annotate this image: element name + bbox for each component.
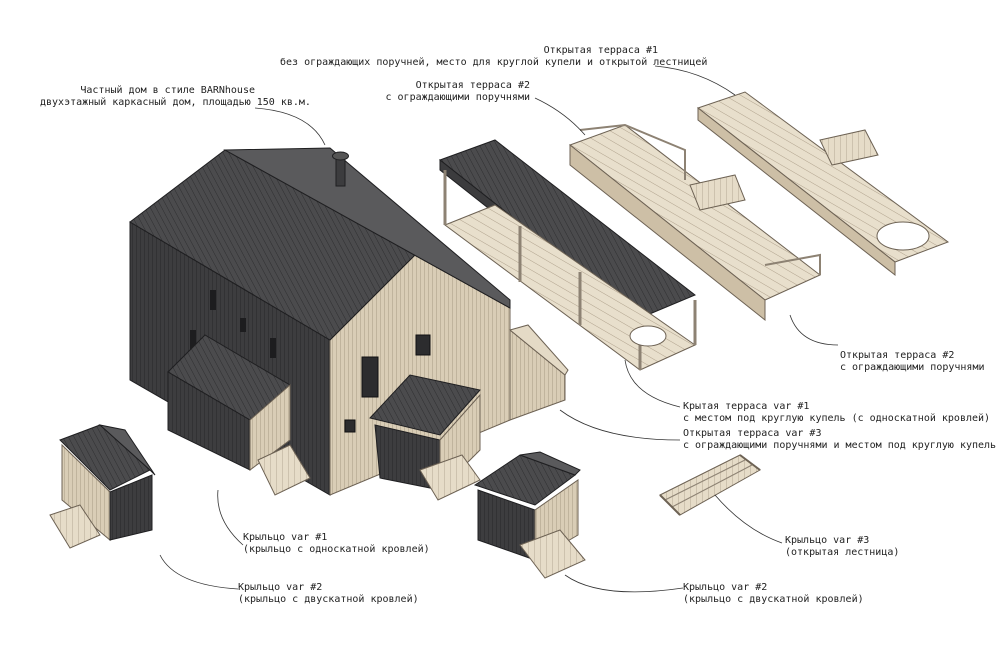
window-icon — [344, 419, 356, 433]
leader-porch2-right — [564, 574, 684, 593]
leader-covered1 — [624, 359, 681, 408]
hot-tub-spot-icon — [876, 221, 930, 251]
label-open3-sub: с ограждающими поручнями и местом под кр… — [683, 440, 997, 451]
label-terrace2-right-title: Открытая терраса #2 — [840, 350, 955, 361]
leader-terrace2-right — [789, 314, 839, 346]
label-terrace2-top: Открытая терраса #2 с ограждающими поруч… — [380, 80, 531, 104]
leader-stairs3 — [714, 494, 783, 544]
label-open3: Открытая терраса var #3 с ограждающими п… — [683, 428, 996, 452]
label-covered1-sub: с местом под круглую купель (с односкатн… — [683, 413, 991, 424]
window-icon — [270, 338, 276, 358]
label-porch2-right-title: Крыльцо var #2 — [683, 582, 768, 593]
label-terrace2-right: Открытая терраса #2 с ограждающими поруч… — [840, 350, 985, 374]
label-house-sub: двухэтажный каркасный дом, площадью 150 … — [40, 97, 311, 108]
label-terrace2-right-sub: с ограждающими поручнями — [840, 362, 985, 373]
porch-var2-left-steps — [49, 504, 101, 549]
porch-var2-left — [49, 424, 156, 549]
window-icon — [415, 334, 431, 356]
chimney-icon — [335, 157, 346, 187]
window-icon — [240, 318, 246, 332]
hot-tub-spot-icon — [629, 325, 667, 347]
porch-var2-right-steps — [519, 529, 586, 579]
label-porch2-right: Крыльцо var #2 (крыльцо с двускатной кро… — [683, 582, 864, 606]
attached-porch-2-steps — [419, 454, 481, 501]
label-open3-title: Открытая терраса var #3 — [683, 428, 822, 439]
attached-porch-1-steps — [257, 444, 311, 496]
label-stairs3: Крыльцо var #3 (открытая лестница) — [785, 535, 899, 559]
label-covered1: Крытая терраса var #1 с местом под кругл… — [683, 401, 990, 425]
label-porch1-sub: (крыльцо с односкатной кровлей) — [243, 544, 430, 555]
leader-open3 — [559, 409, 681, 441]
porch-var2-right — [473, 451, 586, 579]
house-roof-front — [223, 147, 511, 309]
leader-terrace2-top — [534, 97, 586, 136]
open-terrace-1-steps — [819, 129, 879, 166]
label-porch2-left-sub: (крыльцо с двускатной кровлей) — [238, 594, 419, 605]
main-house — [129, 147, 569, 501]
label-stairs3-sub: (открытая лестница) — [785, 547, 900, 558]
label-porch1: Крыльцо var #1 (крыльцо с односкатной кр… — [243, 532, 430, 556]
label-porch2-left: Крыльцо var #2 (крыльцо с двускатной кро… — [238, 582, 419, 606]
label-terrace1-top: Открытая терраса #1 без ограждающих пору… — [280, 45, 708, 69]
window-icon — [190, 330, 196, 350]
label-porch2-left-title: Крыльцо var #2 — [238, 582, 323, 593]
label-stairs3-title: Крыльцо var #3 — [785, 535, 870, 546]
label-house-title: Частный дом в стиле BARNhouse — [80, 85, 255, 96]
leader-house — [254, 107, 326, 146]
leader-terrace1 — [654, 65, 736, 96]
label-covered1-title: Крытая терраса var #1 — [683, 401, 810, 412]
label-house: Частный дом в стиле BARNhouse двухэтажны… — [40, 85, 311, 109]
attached-porch-2-roof — [369, 374, 481, 436]
open-terrace-3-steps — [689, 174, 746, 211]
stairs-var3 — [659, 454, 761, 516]
label-terrace1-sub: без ограждающих поручней, место для круг… — [280, 57, 708, 68]
window-icon — [210, 290, 216, 310]
covered-terrace-1 — [438, 139, 697, 371]
label-terrace1-title: Открытая терраса #1 — [543, 45, 658, 56]
label-terrace2-top-sub: с ограждающими поручнями — [385, 92, 531, 103]
label-porch1-title: Крыльцо var #1 — [243, 532, 328, 543]
window-icon — [361, 356, 379, 398]
open-terrace-1 — [696, 91, 950, 277]
label-porch2-right-sub: (крыльцо с двускатной кровлей) — [683, 594, 864, 605]
leader-porch2-left — [159, 554, 239, 590]
leader-lines — [159, 65, 839, 593]
open-terrace-3 — [568, 123, 821, 322]
leader-porch1 — [217, 489, 244, 546]
label-terrace2-top-title: Открытая терраса #2 — [415, 80, 530, 91]
